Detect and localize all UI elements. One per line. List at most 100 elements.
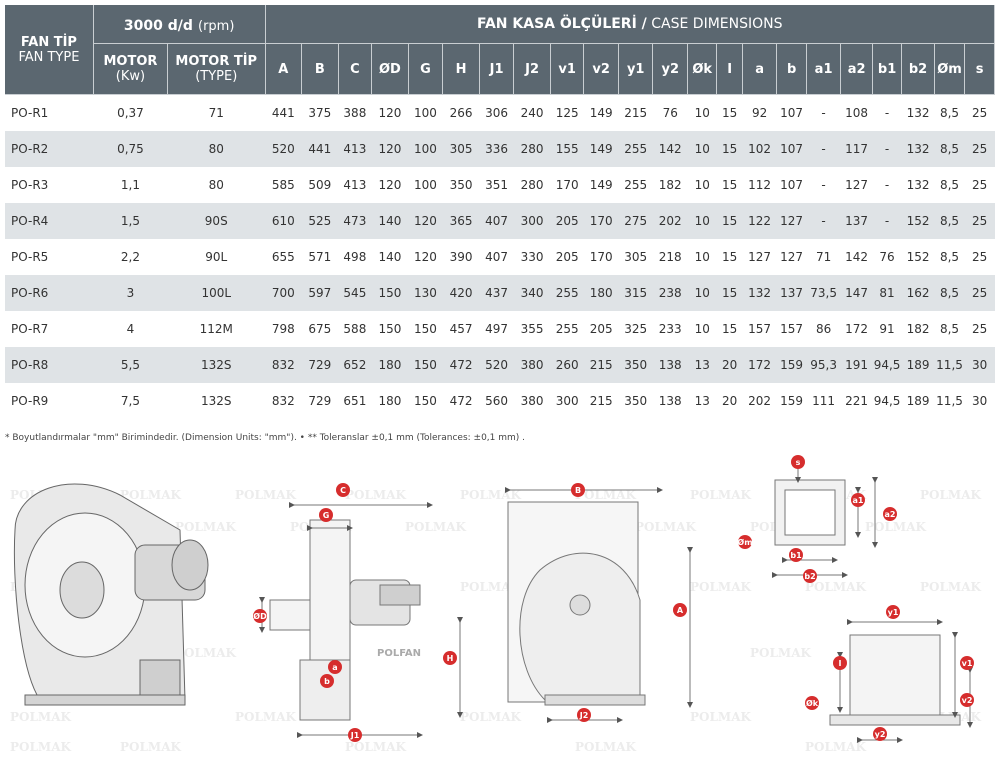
table-cell: 71 <box>815 250 832 264</box>
table-cell: 152 <box>901 203 935 239</box>
fan-type-header: FAN TİP FAN TYPE <box>5 5 94 95</box>
table-cell: 351 <box>485 178 509 192</box>
dim-header: Øk <box>687 43 718 95</box>
tag-bubble <box>960 656 974 670</box>
table-cell: 132 <box>906 178 930 192</box>
table-cell: 300 <box>555 394 579 408</box>
table-cell: 202 <box>652 203 688 239</box>
table-cell: 2,2 <box>120 250 140 264</box>
table-cell: 240 <box>520 106 544 120</box>
dimension-tag: a <box>328 660 342 674</box>
table-cell: 8,5 <box>939 322 960 336</box>
dimension-tag: ØD <box>253 609 267 623</box>
tag-bubble <box>673 603 687 617</box>
watermark-logo: POLMAK <box>10 710 71 724</box>
tag-bubble <box>348 728 362 742</box>
table-cell: 180 <box>378 394 402 408</box>
watermark-logo: POLMAK <box>805 580 866 594</box>
tag-label: ØD <box>253 611 267 621</box>
table-cell: 112M <box>199 322 233 336</box>
table-cell: 15 <box>722 178 738 192</box>
dim-header: b1 <box>872 43 903 95</box>
dimension-tag: v2 <box>960 693 974 707</box>
tag-label: a2 <box>885 510 896 519</box>
tag-bubble <box>789 548 803 562</box>
dim-header: a1 <box>806 43 842 95</box>
fan-type-cell: PO-R2 <box>5 131 94 167</box>
tag-bubble <box>328 660 342 674</box>
outlet-flange-view <box>772 468 878 578</box>
case-dimensions-en: CASE DIMENSIONS <box>651 16 783 32</box>
table-cell: 413 <box>338 131 372 167</box>
table-cell: 1,1 <box>120 178 140 192</box>
dim-header: A <box>265 43 303 95</box>
watermark-logo: POLMAK <box>690 580 751 594</box>
tag-label: y1 <box>888 608 899 617</box>
table-cell: 365 <box>442 203 480 239</box>
dim-header: G <box>408 43 444 95</box>
table-cell: 255 <box>550 275 584 311</box>
table-cell: 100 <box>414 178 437 192</box>
table-cell: 306 <box>485 106 509 120</box>
table-cell: 117 <box>840 131 873 167</box>
table-cell: 215 <box>624 106 648 120</box>
table-cell: 25 <box>971 250 988 264</box>
dim-header: ØD <box>371 43 409 95</box>
table-cell: 25 <box>971 106 988 120</box>
table-cell: 107 <box>780 106 804 120</box>
table-cell: 125 <box>555 106 579 120</box>
table-cell: 150 <box>414 322 437 336</box>
table-cell: 655 <box>271 250 295 264</box>
dimension-tag: Øk <box>805 696 819 710</box>
motor-type-header: MOTOR TİP (TYPE) <box>167 43 266 95</box>
dim-header: v2 <box>583 43 619 95</box>
table-cell: 380 <box>520 394 544 408</box>
tag-bubble <box>803 569 817 583</box>
table-cell: 20 <box>716 347 743 383</box>
table-cell: 90L <box>205 250 228 264</box>
table-cell: - <box>806 131 841 167</box>
table-cell: 652 <box>338 347 372 383</box>
table-cell: 80 <box>208 178 224 192</box>
watermark-logo: POLMAK <box>805 740 866 754</box>
table-cell: 205 <box>550 203 584 239</box>
table-cell: 10 <box>687 131 717 167</box>
table-cell: 149 <box>589 178 613 192</box>
tag-label: v1 <box>962 659 973 668</box>
table-cell: 472 <box>449 394 473 408</box>
table-cell: 202 <box>748 394 772 408</box>
table-cell: 215 <box>583 347 619 383</box>
table-cell: 132S <box>200 394 232 408</box>
table-cell: 147 <box>840 275 873 311</box>
motor-type-label: (TYPE) <box>195 69 238 84</box>
table-cell: 30 <box>971 394 988 408</box>
table-cell: 132 <box>901 131 935 167</box>
dim-header: a2 <box>840 43 873 95</box>
table-cell: 162 <box>901 275 935 311</box>
tag-bubble <box>805 696 819 710</box>
table-cell: 94,5 <box>872 347 902 383</box>
table-cell: 157 <box>780 322 804 336</box>
table-cell: 509 <box>308 178 332 192</box>
watermark-logo: POLMAK <box>345 488 406 502</box>
table-cell: 11,5 <box>936 394 963 408</box>
case-dimensions-header: FAN KASA ÖLÇÜLERİ / CASE DIMENSIONS <box>265 5 995 44</box>
table-cell: 150 <box>371 275 409 311</box>
tag-label: b <box>324 677 330 686</box>
tag-label: y2 <box>875 730 886 739</box>
table-cell: 205 <box>589 322 613 336</box>
table-cell: 150 <box>378 322 402 336</box>
table-cell: 159 <box>776 347 807 383</box>
table-cell: 260 <box>550 347 584 383</box>
dimension-tag: s <box>791 455 805 469</box>
table-cell: 420 <box>442 275 480 311</box>
table-cell: 238 <box>652 275 688 311</box>
table-cell: 610 <box>265 203 302 239</box>
table-cell: 127 <box>780 250 804 264</box>
table-cell: 473 <box>338 203 372 239</box>
watermark-logo: POLMAK <box>920 488 981 502</box>
table-cell: 472 <box>442 347 480 383</box>
table-cell: 150 <box>408 347 443 383</box>
